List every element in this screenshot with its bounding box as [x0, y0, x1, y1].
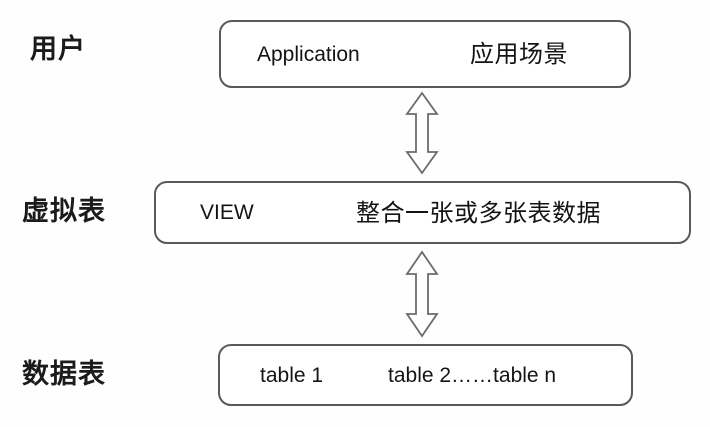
double-arrow-svg — [405, 250, 439, 338]
tier-label-virtual-table: 虚拟表 — [22, 196, 106, 227]
node-box-tables: table 1 table 2……table n — [218, 344, 633, 406]
table-rest-label: table 2……table n — [388, 363, 557, 387]
double-arrow-icon-view-tables — [404, 250, 440, 338]
double-arrow-shape — [405, 250, 439, 338]
node-box-view: VIEW 整合一张或多张表数据 — [154, 181, 691, 244]
double-arrow-shape — [405, 91, 439, 175]
application-label: Application — [257, 42, 360, 66]
tier-label-user: 用户 — [30, 34, 86, 65]
view-description-label: 整合一张或多张表数据 — [356, 198, 601, 227]
tier-label-data-table: 数据表 — [22, 359, 106, 390]
view-label: VIEW — [200, 201, 254, 224]
table-one-label: table 1 — [260, 363, 324, 387]
double-arrow-icon-application-view — [404, 91, 440, 175]
application-scenario-label: 应用场景 — [470, 40, 568, 68]
double-arrow-svg — [405, 91, 439, 175]
node-box-application: Application 应用场景 — [219, 20, 631, 88]
